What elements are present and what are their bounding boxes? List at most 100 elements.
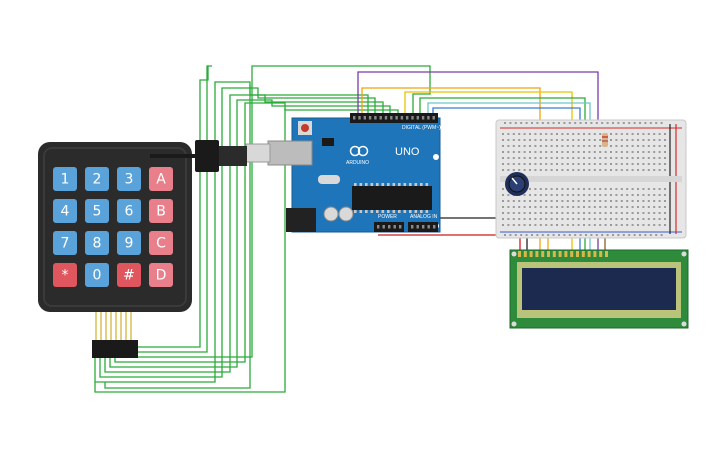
key-face[interactable] [85, 263, 109, 287]
breadboard-hole [556, 194, 558, 196]
chip-pin [420, 210, 423, 213]
rail-hole [590, 122, 593, 124]
keypad-key[interactable]: 6 [117, 199, 141, 223]
breadboard-hole [620, 188, 623, 190]
breadboard-hole [588, 194, 591, 196]
breadboard-hole [588, 145, 591, 147]
key-face[interactable] [53, 231, 77, 255]
breadboard-hole [502, 212, 504, 214]
breadboard-hole [507, 206, 510, 208]
breadboard-hole [610, 133, 612, 135]
rail-hole [574, 122, 577, 124]
breadboard-gap [500, 176, 682, 182]
key-face[interactable] [149, 263, 173, 287]
breadboard-hole [507, 157, 510, 159]
breadboard-hole [588, 224, 591, 226]
breadboard-hole [512, 200, 515, 202]
key-face[interactable] [149, 167, 173, 191]
breadboard-hole [583, 224, 585, 226]
rail-hole [574, 234, 577, 236]
keypad-key[interactable]: 8 [85, 231, 109, 255]
key-face[interactable] [117, 199, 141, 223]
breadboard-hole [534, 194, 537, 196]
keypad-key[interactable]: 0 [85, 263, 109, 287]
header-pin [382, 225, 385, 229]
breadboard-hole [588, 139, 591, 141]
keypad-key[interactable]: D [149, 263, 173, 287]
keypad-key[interactable]: 9 [117, 231, 141, 255]
breadboard-hole [615, 151, 618, 153]
breadboard-hole [658, 188, 661, 190]
breadboard-hole [572, 200, 575, 202]
breadboard-hole [545, 218, 548, 220]
breadboard-hole [664, 139, 666, 141]
wire-green [94, 81, 369, 383]
keypad-key[interactable]: C [149, 231, 173, 255]
keypad-key[interactable]: 4 [53, 199, 77, 223]
keypad-key[interactable]: A [149, 167, 173, 191]
rail-hole [568, 122, 571, 124]
key-face[interactable] [53, 167, 77, 191]
rail-hole [514, 234, 517, 236]
breadboard-hole [561, 200, 564, 202]
breadboard-hole [502, 151, 504, 153]
key-face[interactable] [53, 199, 77, 223]
key-face[interactable] [117, 263, 141, 287]
rail-hole [509, 122, 512, 124]
breadboard-hole [583, 145, 585, 147]
key-label: 3 [125, 172, 134, 188]
chip-pin [381, 210, 385, 213]
key-face[interactable] [149, 231, 173, 255]
header-pin [416, 225, 419, 229]
breadboard-hole [539, 200, 542, 202]
breadboard-hole [529, 133, 531, 135]
breadboard-hole [507, 169, 510, 171]
keypad-key[interactable]: B [149, 199, 173, 223]
key-face[interactable] [149, 199, 173, 223]
lcd-pin [529, 251, 533, 257]
breadboard-hole [637, 133, 639, 135]
key-face[interactable] [85, 199, 109, 223]
breadboard-hole [550, 145, 553, 147]
keypad-key[interactable]: 7 [53, 231, 77, 255]
lcd-pins [518, 251, 608, 257]
key-face[interactable] [117, 167, 141, 191]
breadboard-hole [518, 163, 521, 165]
keypad-key[interactable]: 2 [85, 167, 109, 191]
rail-hole [622, 234, 625, 236]
breadboard-hole [658, 139, 661, 141]
key-label: 5 [93, 204, 102, 220]
key-face[interactable] [117, 231, 141, 255]
breadboard-hole [615, 163, 618, 165]
keypad-key[interactable]: # [117, 263, 141, 287]
chip-pin [370, 210, 374, 213]
keypad-key[interactable]: 3 [117, 167, 141, 191]
breadboard-hole [637, 139, 639, 141]
keypad-key[interactable]: 5 [85, 199, 109, 223]
breadboard-hole [647, 224, 650, 226]
breadboard-hole [593, 206, 596, 208]
chip-pin [365, 210, 368, 213]
breadboard-hole [566, 206, 569, 208]
keypad-key[interactable]: 1 [53, 167, 77, 191]
breadboard-hole [647, 206, 650, 208]
breadboard-hole [566, 151, 569, 153]
keypad-key[interactable]: * [53, 263, 77, 287]
breadboard-hole [647, 133, 650, 135]
reset-button[interactable] [301, 124, 309, 132]
usb-cable-plug [195, 140, 219, 172]
key-face[interactable] [85, 231, 109, 255]
key-face[interactable] [53, 263, 77, 287]
rail-hole [617, 122, 620, 124]
key-face[interactable] [85, 167, 109, 191]
breadboard-hole [588, 133, 591, 135]
power-jack [286, 208, 316, 232]
breadboard-hole [615, 212, 618, 214]
breadboard-hole [642, 224, 645, 226]
breadboard-hole [545, 151, 548, 153]
rail-hole [531, 122, 533, 124]
breadboard-hole [577, 206, 580, 208]
breadboard-hole [502, 157, 504, 159]
breadboard-hole [588, 218, 591, 220]
